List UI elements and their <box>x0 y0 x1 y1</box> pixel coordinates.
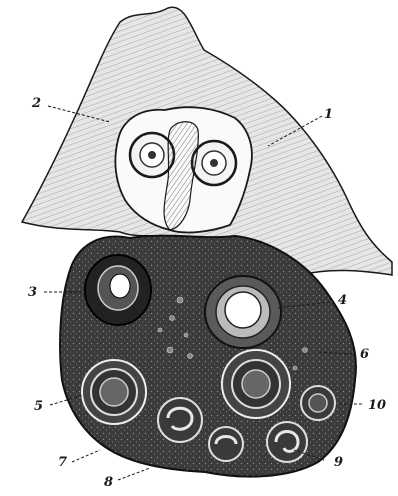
label-9: 9 <box>334 455 343 470</box>
large-follicle <box>205 276 281 348</box>
leader-7 <box>72 450 100 462</box>
central-follicle <box>222 350 290 418</box>
upper-follicle-left <box>130 133 174 177</box>
label-1: 1 <box>324 107 333 122</box>
label-6: 6 <box>360 347 369 362</box>
crescent-follicle-bottom-left <box>209 427 243 461</box>
structure-10-follicle <box>301 386 335 420</box>
label-2: 2 <box>31 96 41 111</box>
label-5: 5 <box>34 399 43 414</box>
structure-5-follicle <box>82 360 146 424</box>
leader-8 <box>118 468 150 480</box>
label-7: 7 <box>58 455 67 470</box>
label-8: 8 <box>104 475 113 490</box>
label-10: 10 <box>368 398 386 413</box>
structure-3-follicle <box>85 255 151 325</box>
upper-follicle-right <box>192 141 236 185</box>
crescent-follicle-bottom-right <box>267 422 307 462</box>
label-4: 4 <box>338 293 347 308</box>
label-3: 3 <box>28 285 37 300</box>
crescent-follicle-middle <box>158 398 202 442</box>
